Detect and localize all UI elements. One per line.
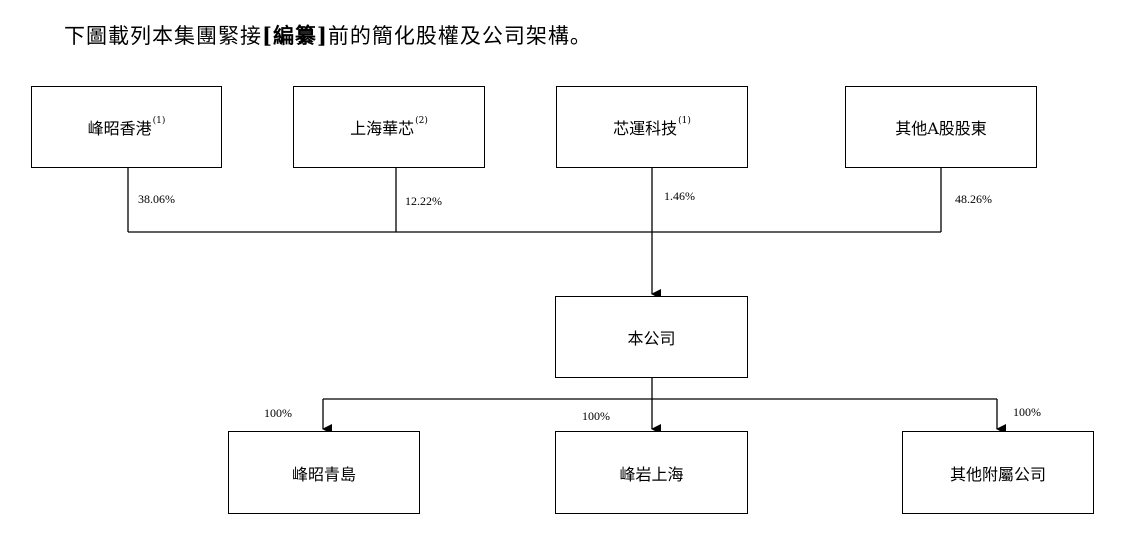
shareholding-pct: 48.26%	[955, 192, 992, 206]
shareholding-pct: 12.22%	[405, 194, 442, 208]
shareholder-name: 芯運科技	[613, 119, 678, 138]
shareholder-name: 上海華芯	[350, 119, 415, 138]
shareholder-box-shanghai-huaxin: 上海華芯(2)	[293, 86, 485, 168]
shareholder-name: 峰昭香港	[87, 119, 152, 138]
shareholding-pct: 1.46%	[664, 189, 695, 203]
intro-bracket-close: ]	[316, 23, 328, 48]
footnote-marker: (2)	[415, 116, 428, 126]
ownership-pct: 100%	[264, 406, 292, 420]
company-name: 本公司	[627, 329, 676, 348]
subsidiary-name: 其他附屬公司	[949, 464, 1046, 484]
subsidiary-name: 峰昭青島	[291, 464, 356, 484]
intro-bracket-open: [	[262, 23, 273, 48]
shareholder-box-xinyun-tech: 芯運科技(1)	[556, 86, 748, 168]
subsidiary-box-other-subsidiaries: 其他附屬公司	[902, 431, 1094, 514]
ownership-pct: 100%	[582, 409, 610, 423]
shareholder-box-feng-zhao-hk: 峰昭香港(1)	[31, 86, 222, 168]
intro-redacted: 編纂	[272, 23, 317, 48]
subsidiary-box-feng-zhao-qingdao: 峰昭青島	[228, 431, 420, 514]
intro-text: 下圖載列本集團緊接[編纂]前的簡化股權及公司架構。	[64, 20, 592, 50]
company-box: 本公司	[555, 296, 748, 378]
shareholder-box-other-a-shareholders: 其他A股股東	[845, 86, 1037, 168]
subsidiary-box-fengyan-shanghai: 峰岩上海	[555, 431, 748, 514]
subsidiary-name: 峰岩上海	[619, 464, 684, 484]
ownership-pct: 100%	[1013, 405, 1041, 419]
footnote-marker: (1)	[152, 116, 166, 126]
intro-before: 下圖載列本集團緊接	[64, 24, 262, 48]
shareholder-name: 其他A股股東	[895, 119, 987, 138]
shareholding-pct: 38.06%	[138, 192, 175, 206]
intro-after: 前的簡化股權及公司架構。	[327, 24, 592, 48]
footnote-marker: (1)	[678, 116, 691, 126]
